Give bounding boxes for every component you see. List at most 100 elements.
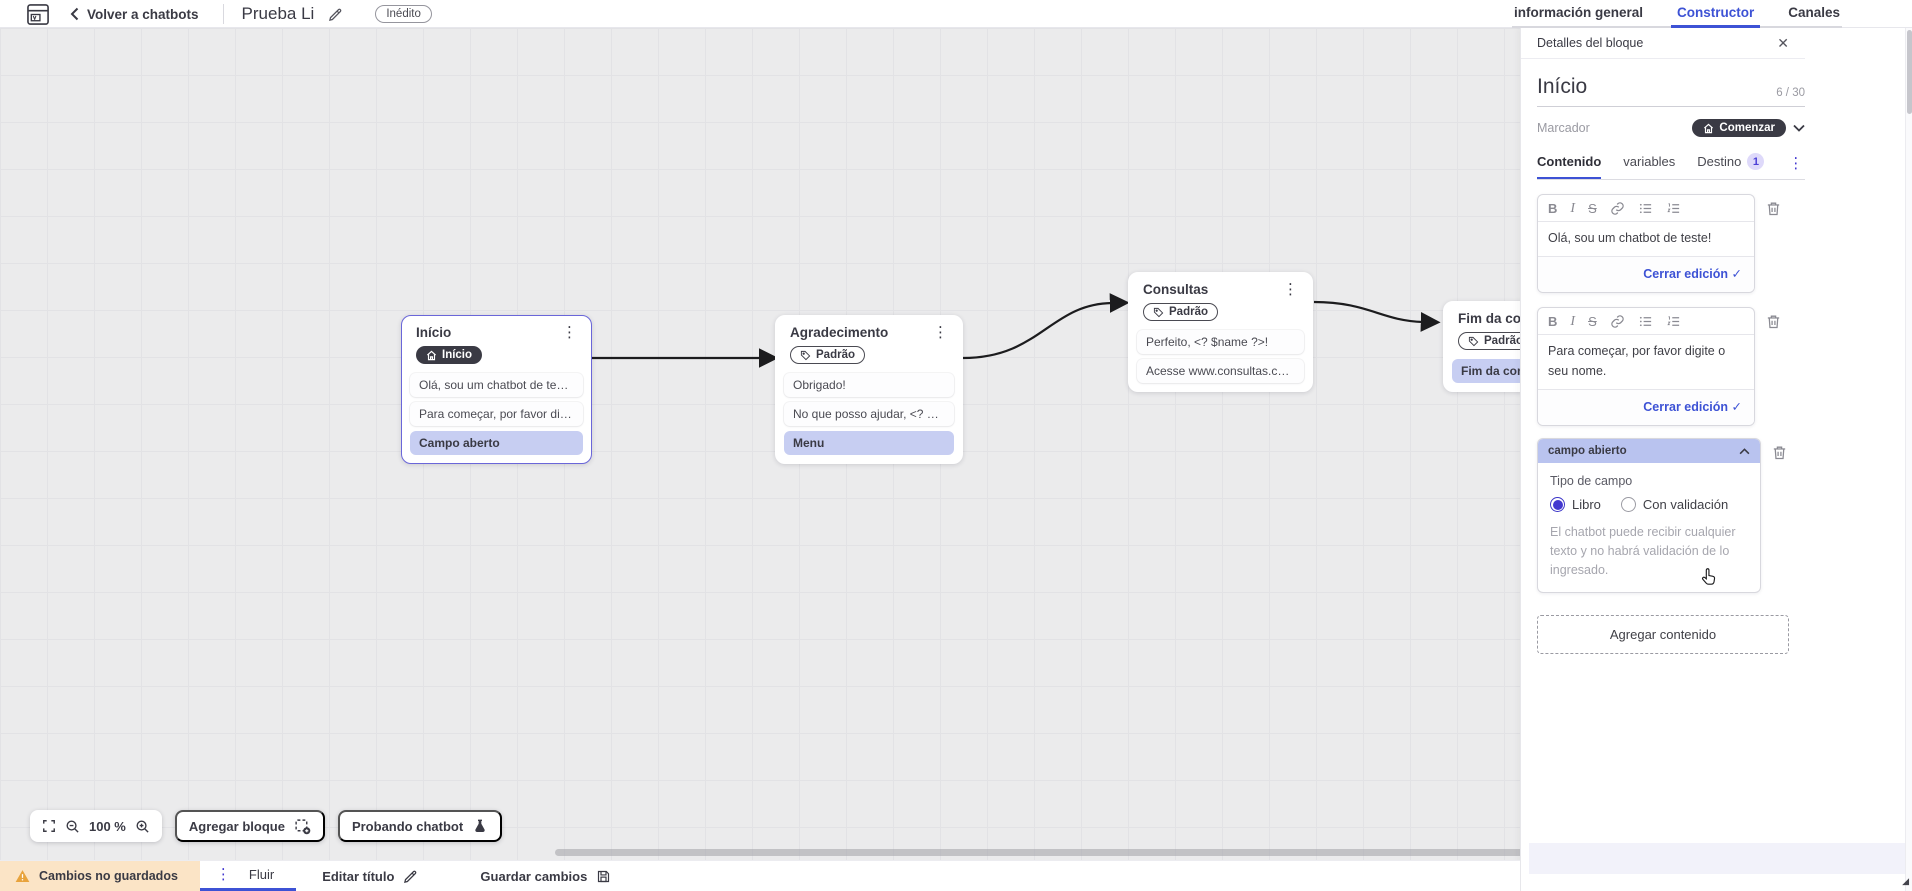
back-label: Volver a chatbots — [87, 6, 199, 22]
editor-toolbar: B I S — [1538, 308, 1754, 336]
strikethrough-button[interactable]: S — [1588, 201, 1597, 216]
topbar: Volver a chatbots Prueba Li Inédito info… — [0, 0, 1912, 28]
home-icon — [1704, 123, 1714, 133]
bullet-list-button[interactable] — [1638, 201, 1653, 216]
flow-block-agradecimento[interactable]: Agradecimento ⋮ Padrão Obrigado! No que … — [775, 315, 963, 464]
block-header: Início ⋮ — [410, 325, 583, 340]
bold-button[interactable]: B — [1548, 314, 1558, 330]
tab-fluir[interactable]: ⋮ Fluir — [199, 861, 297, 891]
block-name-field[interactable]: Início 6 / 30 — [1537, 75, 1805, 107]
block-row-open-field[interactable]: Campo aberto — [410, 431, 583, 455]
block-header: Agradecimento ⋮ — [784, 325, 954, 340]
block-marker-badge: Padrão — [1458, 332, 1520, 350]
rich-text-editor[interactable]: B I S Olá, sou um chatbot de tes — [1537, 194, 1755, 294]
chevron-down-icon[interactable] — [1793, 124, 1805, 132]
italic-button[interactable]: I — [1570, 200, 1576, 216]
zoom-out-icon[interactable] — [65, 819, 80, 834]
block-title: Início — [416, 325, 452, 340]
marker-row: Marcador Comenzar — [1537, 119, 1805, 137]
flow-block-inicio[interactable]: Início ⋮ Início Olá, sou um chatbot de t… — [401, 315, 592, 464]
tab-informacion-general[interactable]: información general — [1514, 5, 1644, 20]
field-type-options: Libro Con validación — [1550, 497, 1748, 513]
bold-button[interactable]: B — [1548, 201, 1558, 216]
tab-constructor[interactable]: Constructor — [1671, 0, 1761, 28]
radio-con-validacion[interactable]: Con validación — [1620, 497, 1728, 513]
save-changes-button[interactable]: Guardar cambios — [466, 861, 625, 891]
panel-title: Detalles del bloque — [1537, 36, 1644, 50]
content-item: B I S Olá, sou um chatbot de tes — [1537, 194, 1805, 294]
field-type-label: Tipo de campo — [1550, 474, 1633, 489]
panel-header: Detalles del bloque ✕ — [1521, 28, 1805, 59]
bullet-list-button[interactable] — [1638, 314, 1653, 329]
tab-variables[interactable]: variables — [1623, 154, 1676, 169]
flow-kebab-menu-icon[interactable]: ⋮ — [215, 866, 231, 883]
strikethrough-button[interactable]: S — [1588, 314, 1597, 330]
kebab-menu-icon[interactable]: ⋮ — [1283, 281, 1298, 298]
tab-contenido[interactable]: Contenido — [1537, 154, 1602, 179]
open-field-header[interactable]: campo abierto — [1538, 439, 1760, 464]
edit-title-icon[interactable] — [328, 7, 343, 22]
test-chatbot-button[interactable]: Probando chatbot — [337, 810, 503, 842]
tab-destino[interactable]: Destino 1 — [1697, 153, 1765, 180]
add-block-button[interactable]: Agregar bloque — [174, 810, 325, 842]
fullscreen-icon[interactable] — [42, 819, 56, 833]
rich-text-editor[interactable]: B I S Para começar, por favor di — [1537, 307, 1755, 427]
zoom-in-icon[interactable] — [135, 819, 150, 834]
flow-block-fim-da-conversa[interactable]: Fim da conversa Padrão Fim da conversa — [1443, 301, 1520, 392]
block-row-message[interactable]: Obrigado! — [784, 373, 954, 397]
flow-block-consultas[interactable]: Consultas ⋮ Padrão Perfeito, <? $name ?>… — [1128, 272, 1313, 392]
flask-icon — [472, 818, 488, 834]
block-row-message[interactable]: Perfeito, <? $name ?>! — [1137, 330, 1304, 354]
link-button[interactable] — [1610, 201, 1625, 216]
ordered-list-button[interactable] — [1666, 201, 1681, 216]
editor-text[interactable]: Para começar, por favor digite o seu nom… — [1538, 335, 1754, 391]
chevron-left-icon — [70, 7, 79, 21]
add-block-icon — [294, 818, 311, 835]
marker-select[interactable]: Comenzar — [1692, 119, 1786, 137]
block-row-message[interactable]: Para começar, por favor digite o ... — [410, 402, 583, 426]
vertical-scrollbar[interactable] — [1905, 28, 1912, 891]
vertical-scrollbar-thumb[interactable] — [1907, 30, 1912, 114]
close-icon[interactable]: ✕ — [1777, 35, 1789, 51]
block-marker-badge: Padrão — [790, 346, 865, 364]
close-edit-button[interactable]: Cerrar edición ✓ — [1643, 267, 1742, 282]
panel-kebab-menu-icon[interactable]: ⋮ — [1788, 154, 1804, 172]
tag-icon — [1468, 336, 1479, 346]
tab-canales[interactable]: Canales — [1788, 5, 1841, 20]
block-row-message[interactable]: Olá, sou um chatbot de teste! — [410, 373, 583, 397]
tag-icon — [800, 350, 811, 360]
ordered-list-button[interactable] — [1666, 314, 1681, 329]
content-item: campo abierto Tipo de campo Libro — [1537, 438, 1805, 594]
destino-count-badge: 1 — [1747, 153, 1765, 170]
open-field-card: campo abierto Tipo de campo Libro — [1537, 438, 1761, 594]
block-row-message[interactable]: No que posso ajudar, <? $name ... — [784, 402, 954, 426]
block-name-value: Início — [1537, 75, 1588, 98]
flow-canvas[interactable]: Início ⋮ Início Olá, sou um chatbot de t… — [0, 28, 1520, 860]
trash-icon[interactable] — [1765, 313, 1782, 330]
block-row-menu[interactable]: Menu — [784, 431, 954, 455]
block-row-end[interactable]: Fim da conversa — [1452, 359, 1520, 383]
trash-icon[interactable] — [1765, 200, 1782, 217]
open-field-body: Tipo de campo Libro Con validación E — [1538, 463, 1760, 592]
content-item: B I S Para começar, por favor di — [1537, 307, 1805, 427]
radio-selected-icon — [1550, 497, 1565, 513]
kebab-menu-icon[interactable]: ⋮ — [562, 324, 577, 341]
home-icon — [426, 350, 437, 360]
back-button[interactable]: Volver a chatbots — [70, 7, 199, 22]
radio-libro[interactable]: Libro — [1550, 497, 1601, 513]
topbar-tabs: información general Constructor Canales — [1512, 0, 1843, 28]
link-button[interactable] — [1610, 314, 1625, 329]
kebab-menu-icon[interactable]: ⋮ — [933, 324, 948, 341]
add-content-button[interactable]: Agregar contenido — [1537, 615, 1789, 655]
app-logo-icon[interactable] — [26, 2, 52, 26]
close-edit-button[interactable]: Cerrar edición ✓ — [1643, 400, 1742, 415]
edit-title-button[interactable]: Editar título — [308, 861, 432, 891]
block-row-message[interactable]: Acesse www.consultas.com par... — [1137, 359, 1304, 383]
tag-icon — [1153, 307, 1164, 317]
editor-footer: Cerrar edición ✓ — [1538, 390, 1754, 426]
horizontal-scrollbar[interactable] — [555, 849, 1520, 856]
italic-button[interactable]: I — [1570, 313, 1576, 329]
chevron-up-icon[interactable] — [1739, 447, 1750, 455]
editor-text[interactable]: Olá, sou um chatbot de teste! — [1538, 222, 1754, 258]
trash-icon[interactable] — [1771, 444, 1788, 461]
